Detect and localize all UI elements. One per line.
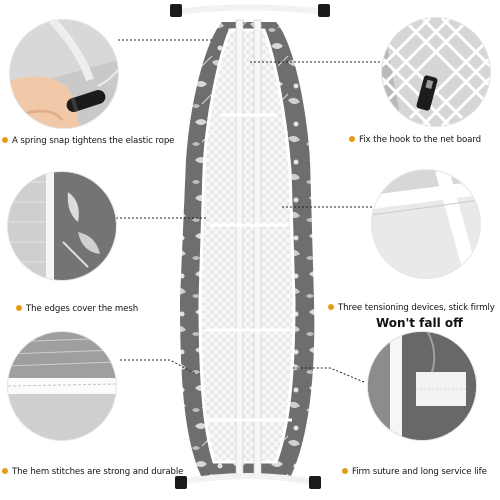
caption-text: The hem stitches are strong and durable: [12, 467, 184, 477]
edges-mesh-photo: [8, 172, 116, 280]
spring-snap-illustration: [10, 20, 118, 128]
caption-spring-snap: A spring snap tightens the elastic rope: [2, 136, 174, 146]
bullet-icon: [2, 467, 8, 474]
caption-text: A spring snap tightens the elastic rope: [12, 136, 175, 146]
bullet-icon: [342, 467, 348, 474]
caption-emphasis: Won't fall off: [376, 316, 463, 330]
caption-tensioning: Three tensioning devices, stick firmly: [328, 303, 495, 313]
suture-illustration: [368, 332, 476, 440]
caption-hook: Fix the hook to the net board: [349, 135, 481, 145]
caption-text: Three tensioning devices, stick firmly: [338, 303, 495, 313]
caption-suture: Firm suture and long service life: [342, 467, 487, 477]
caption-text: Firm suture and long service life: [352, 467, 487, 477]
caption-edges: The edges cover the mesh: [16, 304, 138, 314]
bullet-icon: [349, 135, 355, 142]
tensioning-photo: [372, 170, 480, 278]
suture-photo: [368, 332, 476, 440]
hem-stitches-illustration: [8, 332, 116, 440]
edges-mesh-illustration: [8, 172, 116, 280]
caption-hem: The hem stitches are strong and durable: [2, 467, 183, 477]
bullet-icon: [16, 304, 22, 311]
bullet-icon: [328, 303, 334, 310]
bullet-icon: [2, 136, 8, 143]
hook-net-illustration: [382, 18, 490, 126]
caption-text: The edges cover the mesh: [26, 304, 139, 314]
hook-net-photo: [382, 18, 490, 126]
tensioning-illustration: [372, 170, 480, 278]
caption-text: Fix the hook to the net board: [359, 135, 481, 145]
hem-stitches-photo: [8, 332, 116, 440]
spring-snap-photo: [10, 20, 118, 128]
